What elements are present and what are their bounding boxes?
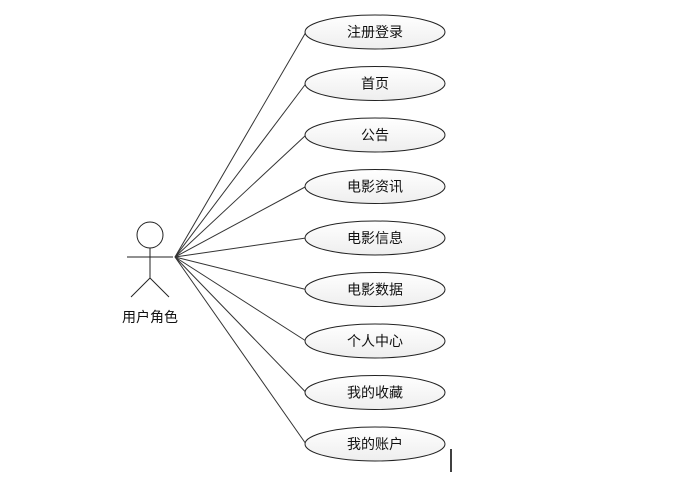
use-case-label: 电影信息 xyxy=(347,230,403,247)
use-case-label: 公告 xyxy=(361,128,389,144)
use-case-label: 电影资讯 xyxy=(347,180,403,196)
use-case-label: 电影数据 xyxy=(347,283,403,299)
association-lines xyxy=(174,31,307,445)
association-line xyxy=(174,186,307,258)
use-case-label: 我的收藏 xyxy=(347,386,403,402)
actor-left-leg xyxy=(130,277,151,298)
use-case[interactable]: 电影数据 xyxy=(304,272,446,307)
use-case[interactable]: 注册登录 xyxy=(304,14,446,50)
use-case[interactable]: 电影资讯 xyxy=(304,169,446,204)
use-case-ellipse xyxy=(304,375,446,410)
association-line xyxy=(174,256,307,445)
actor-label: 用户角色 xyxy=(122,309,178,326)
use-case-ellipse xyxy=(304,220,446,256)
actor[interactable]: 用户角色 xyxy=(122,221,178,326)
use-case-ellipse xyxy=(304,169,446,204)
actor-right-leg xyxy=(149,277,170,298)
use-case-label: 我的账户 xyxy=(347,436,403,453)
association-line xyxy=(174,256,307,393)
association-line xyxy=(174,83,307,258)
association-line xyxy=(174,256,307,342)
use-case-label: 首页 xyxy=(361,77,389,93)
use-case[interactable]: 电影信息 xyxy=(304,220,446,256)
use-case[interactable]: 首页 xyxy=(304,66,446,101)
use-case-ellipse xyxy=(304,14,446,50)
use-case[interactable]: 公告 xyxy=(304,117,446,153)
use-case-ellipse xyxy=(304,66,446,101)
use-case[interactable]: 我的收藏 xyxy=(304,375,446,410)
use-case-label: 个人中心 xyxy=(347,334,403,350)
association-line xyxy=(174,256,307,290)
association-line xyxy=(174,237,307,258)
use-case-label: 注册登录 xyxy=(347,25,403,41)
use-case[interactable]: 个人中心 xyxy=(304,323,446,359)
use-case-ellipse xyxy=(304,272,446,307)
use-case-ellipse xyxy=(304,426,446,462)
association-line xyxy=(174,134,307,258)
actor-head xyxy=(136,221,164,249)
use-case-ellipse xyxy=(304,117,446,153)
use-case-ellipse xyxy=(304,323,446,359)
use-case[interactable]: 我的账户 xyxy=(304,426,446,462)
association-line xyxy=(174,31,307,258)
